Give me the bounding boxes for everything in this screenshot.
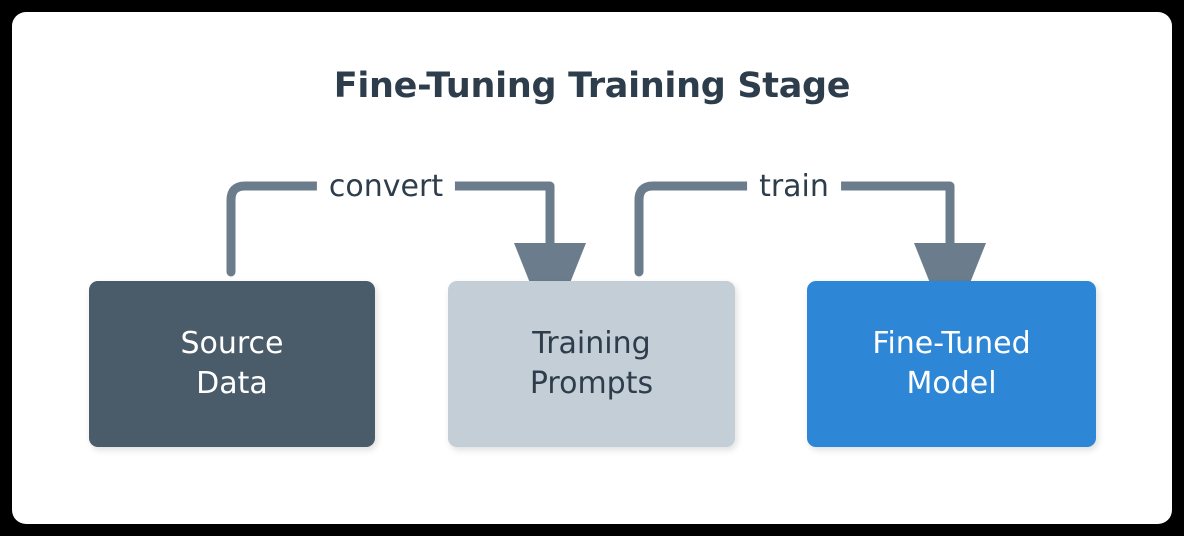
- page-title: Fine-Tuning Training Stage: [333, 66, 851, 106]
- node-training-prompts[interactable]: Training Prompts: [448, 281, 735, 447]
- edge-label-convert: convert: [316, 172, 456, 202]
- node-fine-tuned-model[interactable]: Fine-Tuned Model: [807, 281, 1096, 447]
- node-source-data[interactable]: Source Data: [89, 281, 375, 447]
- edge-label-train: train: [747, 172, 841, 202]
